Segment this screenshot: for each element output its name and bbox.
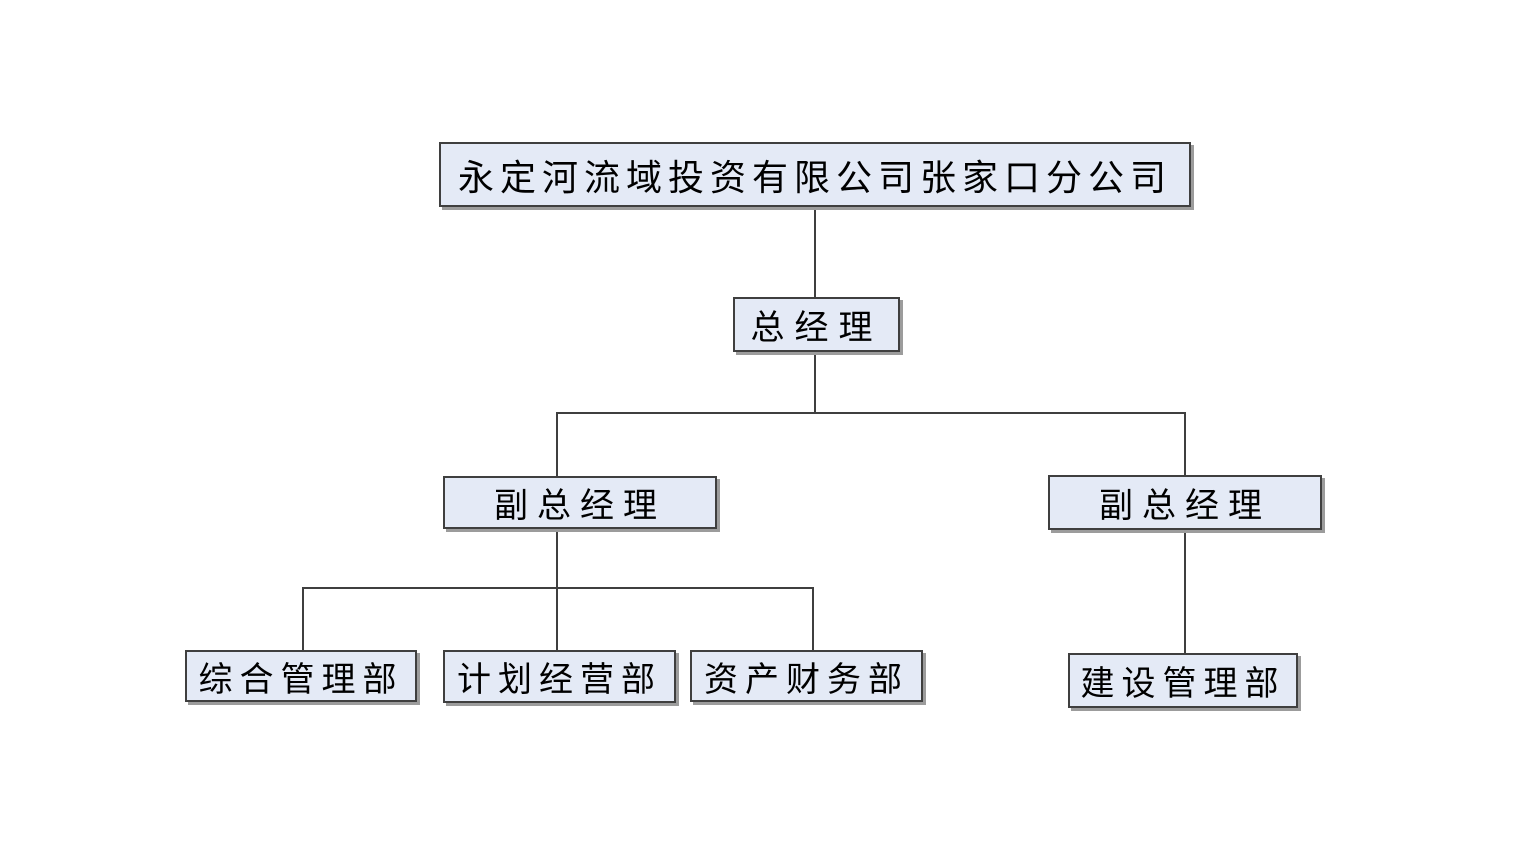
org-node-deputy-gm-left: 副总经理 xyxy=(443,476,717,529)
org-node-general-manager: 总经理 xyxy=(733,297,900,352)
connector-to-deputy-left xyxy=(556,412,558,477)
org-node-company-label: 永定河流域投资有限公司张家口分公司 xyxy=(457,157,1172,198)
org-node-deputy-gm-right: 副总经理 xyxy=(1048,475,1322,530)
org-node-dept-general-admin-label: 综合管理部 xyxy=(198,661,404,699)
org-node-dept-planning-label: 计划经营部 xyxy=(457,662,662,699)
connector-to-dept-general-admin xyxy=(302,587,304,651)
org-node-dept-planning: 计划经营部 xyxy=(443,650,676,703)
connector-deputy-right-to-dept-construction xyxy=(1184,530,1186,654)
org-node-dept-general-admin: 综合管理部 xyxy=(185,650,417,702)
org-node-deputy-gm-right-label: 副总经理 xyxy=(1099,488,1271,525)
connector-deputy-left-down xyxy=(556,529,558,651)
connector-gm-down xyxy=(814,352,816,413)
connector-deputy-left-branch-horizontal xyxy=(302,587,814,589)
org-node-dept-asset-finance: 资产财务部 xyxy=(690,650,923,702)
connector-gm-branch-horizontal xyxy=(556,412,1186,414)
org-node-company: 永定河流域投资有限公司张家口分公司 xyxy=(439,142,1191,207)
connector-to-deputy-right xyxy=(1184,412,1186,476)
org-node-dept-asset-finance-label: 资产财务部 xyxy=(704,661,909,699)
org-node-deputy-gm-left-label: 副总经理 xyxy=(494,488,666,525)
org-node-dept-construction: 建设管理部 xyxy=(1068,653,1298,708)
connector-to-dept-asset-finance xyxy=(812,587,814,651)
org-node-general-manager-label: 总经理 xyxy=(750,310,883,347)
org-node-dept-construction-label: 建设管理部 xyxy=(1080,666,1286,703)
connector-company-to-gm xyxy=(814,207,816,298)
